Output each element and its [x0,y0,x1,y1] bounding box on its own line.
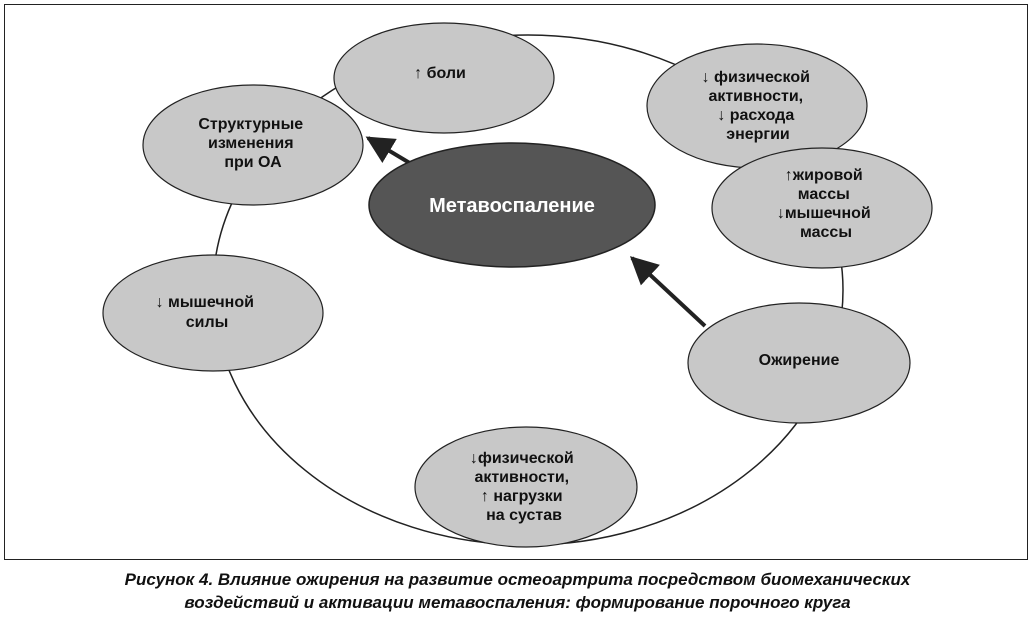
node-low-activity-energy: ↓ физической активности, ↓ расхода энерг… [646,43,868,169]
node-pain: ↑ боли [333,22,555,134]
node-low-activity-energy-line: ↓ расхода [717,107,794,124]
node-activity-joint-load-shape [414,426,638,548]
node-fat-muscle-mass-label: ↑жировой массы ↓мышечной массы [777,167,875,241]
node-low-activity-energy-line: ↓ физической [702,69,810,86]
node-obesity: Ожирение [687,302,911,424]
node-activity-joint-load-line: активности, [474,469,569,486]
node-structural-changes: Структурные изменения при ОА [142,84,364,206]
node-metainflammation-shape [368,142,656,268]
node-low-activity-energy-label: ↓ физической активности, ↓ расхода энерг… [702,69,815,143]
node-activity-joint-load-label: ↓физической активности, ↑ нагрузки на су… [470,450,578,524]
node-structural-changes-shape [142,84,364,206]
node-muscle-strength-label: ↓ мышечной силы [156,294,259,331]
node-activity-joint-load: ↓физической активности, ↑ нагрузки на су… [414,426,638,548]
node-metainflammation: Метавоспаление [368,142,656,268]
node-obesity-line: Ожирение [759,352,840,369]
node-structural-changes-label: Структурные изменения при ОА [198,116,307,171]
node-pain-line: ↑ боли [414,65,466,82]
node-fat-muscle-mass-line: ↑жировой [785,167,863,184]
figure-caption: Рисунок 4. Влияние ожирения на развитие … [0,568,1035,614]
node-low-activity-energy-line: активности, [708,88,803,105]
node-structural-changes-line: Структурные [198,116,303,133]
node-metainflammation-label: Метавоспаление [429,195,595,217]
node-fat-muscle-mass-shape [711,147,933,269]
node-structural-changes-line: при ОА [224,154,282,171]
node-fat-muscle-mass-line: массы [800,224,852,241]
node-activity-joint-load-line: на сустав [486,507,562,524]
node-obesity-shape [687,302,911,424]
node-fat-muscle-mass: ↑жировой массы ↓мышечной массы [711,147,933,269]
node-structural-changes-line: изменения [208,135,294,152]
node-pain-label: ↑ боли [414,65,466,82]
node-activity-joint-load-line: ↑ нагрузки [481,488,563,505]
figure-caption-line: воздействий и активации метавоспаления: … [184,593,851,612]
node-muscle-strength-line: силы [186,314,229,331]
node-fat-muscle-mass-line: ↓мышечной [777,205,871,222]
figure-caption-line: Рисунок 4. Влияние ожирения на развитие … [124,570,911,589]
node-obesity-label: Ожирение [759,352,840,369]
node-low-activity-energy-line: энергии [726,126,790,143]
node-muscle-strength-line: ↓ мышечной [156,294,254,311]
node-muscle-strength: ↓ мышечной силы [102,254,324,372]
node-muscle-strength-shape [102,254,324,372]
arrow-from-obesity [629,256,707,328]
node-pain-shape [333,22,555,134]
node-activity-joint-load-line: ↓физической [470,450,574,467]
node-fat-muscle-mass-line: массы [798,186,850,203]
